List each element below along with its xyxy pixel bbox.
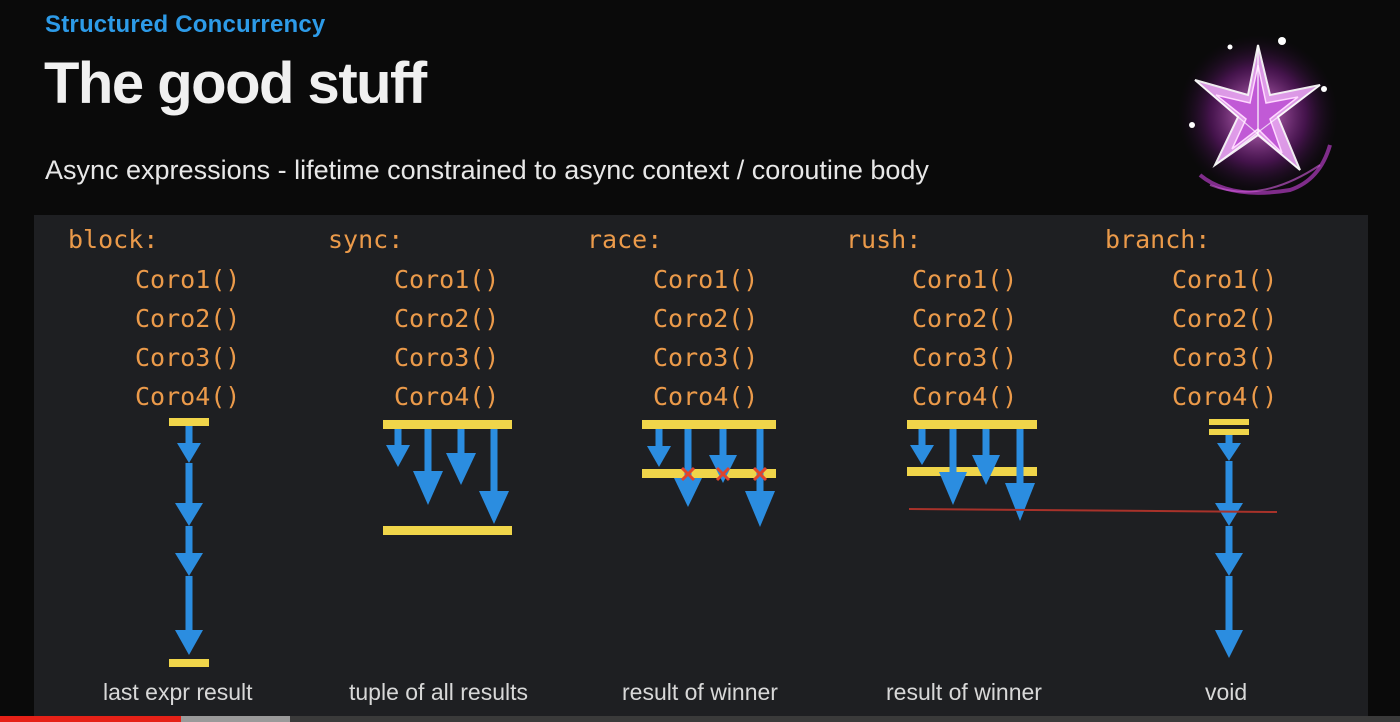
coro-2: Coro2() [653, 304, 759, 333]
coro-2: Coro2() [135, 304, 241, 333]
column-block: block: Coro1() Coro2() Coro3() Coro4() l… [34, 215, 294, 722]
coro-2: Coro2() [1172, 304, 1278, 333]
column-branch: branch: Coro1() Coro2() Coro3() Coro4() … [1071, 215, 1368, 722]
coro-4: Coro4() [653, 382, 759, 411]
video-progress-bar[interactable] [0, 716, 1400, 722]
video-played-bar [0, 716, 181, 722]
coro-3: Coro3() [653, 343, 759, 372]
result-block: last expr result [103, 679, 253, 705]
code-panel: block: Coro1() Coro2() Coro3() Coro4() l… [34, 215, 1368, 722]
coro-3: Coro3() [912, 343, 1018, 372]
column-race: race: Coro1() Coro2() Coro3() Coro4() re… [553, 215, 813, 722]
coro-1: Coro1() [653, 265, 759, 294]
result-sync: tuple of all results [349, 679, 528, 705]
keyword-sync: sync: [328, 225, 404, 254]
keyword-race: race: [587, 225, 663, 254]
coro-3: Coro3() [394, 343, 500, 372]
coro-1: Coro1() [1172, 265, 1278, 294]
result-rush: result of winner [886, 679, 1042, 705]
block-diagram [169, 418, 209, 667]
coro-1: Coro1() [394, 265, 500, 294]
column-sync: sync: Coro1() Coro2() Coro3() Coro4() tu… [294, 215, 554, 722]
result-branch: void [1205, 679, 1248, 705]
race-diagram [642, 420, 776, 527]
coro-2: Coro2() [394, 304, 500, 333]
sparkle-star-icon [1178, 35, 1338, 195]
rush-diagram [907, 420, 1037, 521]
result-race: result of winner [622, 679, 778, 705]
column-rush: rush: Coro1() Coro2() Coro3() Coro4() re… [812, 215, 1072, 722]
keyword-branch: branch: [1105, 225, 1211, 254]
coro-4: Coro4() [394, 382, 500, 411]
keyword-block: block: [68, 225, 159, 254]
coro-2: Coro2() [912, 304, 1018, 333]
cancel-marks [680, 466, 768, 482]
branch-diagram [1209, 419, 1249, 658]
coro-3: Coro3() [1172, 343, 1278, 372]
sync-diagram [383, 420, 512, 535]
coro-4: Coro4() [1172, 382, 1278, 411]
coro-1: Coro1() [912, 265, 1018, 294]
coro-1: Coro1() [135, 265, 241, 294]
coro-3: Coro3() [135, 343, 241, 372]
slide-kicker: Structured Concurrency [45, 11, 326, 38]
slide-title: The good stuff [44, 51, 427, 116]
coro-4: Coro4() [135, 382, 241, 411]
annotation-line [908, 508, 1278, 513]
coro-4: Coro4() [912, 382, 1018, 411]
slide-subtitle: Async expressions - lifetime constrained… [45, 155, 929, 185]
keyword-rush: rush: [846, 225, 922, 254]
